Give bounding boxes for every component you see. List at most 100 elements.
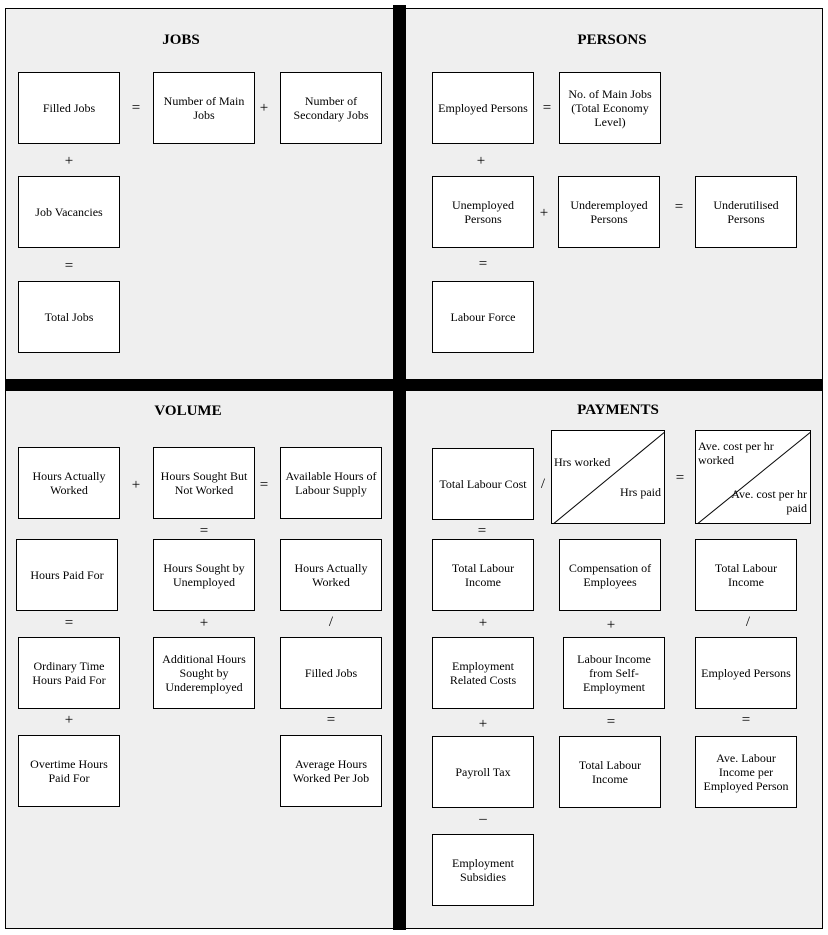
underemployed-persons-box: Underemployed Persons: [558, 176, 660, 248]
hours-actually-worked-box: Hours Actually Worked: [18, 447, 120, 519]
employment-subsidies-label: Employment Subsidies: [452, 856, 514, 884]
filled-jobs-box: Filled Jobs: [18, 72, 120, 144]
hrs-paid-label: Hrs paid: [620, 485, 661, 499]
hrs-worked-label: Hrs worked: [554, 455, 611, 469]
minus-operator: –: [479, 811, 487, 827]
equals-operator: =: [131, 100, 141, 116]
average-cost-ratio-box: Ave. cost per hr worked Ave. cost per hr…: [695, 430, 811, 524]
available-hours-box: Available Hours of Labour Supply: [280, 447, 382, 519]
filled-jobs-volume-label: Filled Jobs: [304, 666, 358, 680]
overtime-hours-label: Overtime Hours Paid For: [30, 757, 108, 785]
equals-operator: =: [674, 199, 684, 215]
main-jobs-total-label: No. of Main Jobs (Total Economy Level): [568, 87, 652, 129]
plus-operator: +: [259, 100, 269, 116]
hours-actually-worked-2-label: Hours Actually Worked: [294, 561, 368, 589]
plus-operator: +: [478, 615, 488, 631]
unemployed-persons-label: Unemployed Persons: [452, 198, 514, 226]
total-labour-cost-box: Total Labour Cost: [432, 448, 534, 520]
total-labour-income-2-box: Total Labour Income: [695, 539, 797, 611]
labour-force-box: Labour Force: [432, 281, 534, 353]
underutilised-persons-box: Underutilised Persons: [695, 176, 797, 248]
overtime-hours-box: Overtime Hours Paid For: [18, 735, 120, 807]
employed-persons-box: Employed Persons: [432, 72, 534, 144]
equals-operator: =: [64, 258, 74, 274]
compensation-employees-box: Compensation of Employees: [559, 539, 661, 611]
equals-operator: =: [199, 523, 209, 539]
vertical-divider: [393, 5, 406, 930]
payroll-tax-label: Payroll Tax: [455, 765, 511, 779]
additional-hours-box: Additional Hours Sought by Underemployed: [153, 637, 255, 709]
ave-cost-hr-worked-label: Ave. cost per hr worked: [698, 439, 774, 467]
equals-operator: =: [741, 712, 751, 728]
hours-paid-for-label: Hours Paid For: [30, 568, 104, 582]
horizontal-divider: [5, 379, 823, 391]
payments-title: PAYMENTS: [577, 402, 659, 418]
plus-operator: +: [131, 477, 141, 493]
hours-sought-unemployed-label: Hours Sought by Unemployed: [163, 561, 245, 589]
hours-paid-for-box: Hours Paid For: [16, 539, 118, 611]
labour-income-self-employment-label: Labour Income from Self-Employment: [577, 652, 651, 694]
filled-jobs-label: Filled Jobs: [42, 101, 96, 115]
total-labour-income-label: Total Labour Income: [451, 561, 515, 589]
hours-ratio-box: Hrs worked Hrs paid: [551, 430, 665, 524]
plus-operator: +: [476, 153, 486, 169]
main-jobs-total-box: No. of Main Jobs (Total Economy Level): [559, 72, 661, 144]
employment-related-costs-box: Employment Related Costs: [432, 637, 534, 709]
job-vacancies-label: Job Vacancies: [35, 205, 103, 219]
total-labour-income-2-label: Total Labour Income: [714, 561, 778, 589]
main-jobs-label: Number of Main Jobs: [163, 94, 245, 122]
employment-subsidies-box: Employment Subsidies: [432, 834, 534, 906]
volume-title: VOLUME: [154, 403, 222, 419]
diagonal-line: [697, 431, 810, 523]
job-vacancies-box: Job Vacancies: [18, 176, 120, 248]
employed-persons-label: Employed Persons: [438, 101, 528, 115]
hours-sought-not-worked-box: Hours Sought But Not Worked: [153, 447, 255, 519]
ave-labour-income-box: Ave. Labour Income per Employed Person: [695, 736, 797, 808]
plus-operator: +: [199, 615, 209, 631]
plus-operator: +: [64, 712, 74, 728]
main-jobs-box: Number of Main Jobs: [153, 72, 255, 144]
employed-persons-payments-label: Employed Persons: [701, 666, 791, 680]
equals-operator: =: [542, 100, 552, 116]
average-hours-box: Average Hours Worked Per Job: [280, 735, 382, 807]
labour-force-label: Labour Force: [450, 310, 516, 324]
total-labour-cost-label: Total Labour Cost: [439, 477, 527, 491]
additional-hours-label: Additional Hours Sought by Underemployed: [162, 652, 246, 694]
hours-actually-worked-2-box: Hours Actually Worked: [280, 539, 382, 611]
equals-operator: =: [606, 714, 616, 730]
diagonal-line: [553, 432, 664, 523]
ave-labour-income-label: Ave. Labour Income per Employed Person: [703, 751, 789, 793]
equals-operator: =: [478, 256, 488, 272]
unemployed-persons-box: Unemployed Persons: [432, 176, 534, 248]
available-hours-label: Available Hours of Labour Supply: [285, 469, 377, 497]
equals-operator: =: [477, 523, 487, 539]
total-labour-income-3-label: Total Labour Income: [578, 758, 642, 786]
secondary-jobs-box: Number of Secondary Jobs: [280, 72, 382, 144]
jobs-title: JOBS: [162, 32, 200, 48]
plus-operator: +: [478, 716, 488, 732]
employed-persons-payments-box: Employed Persons: [695, 637, 797, 709]
total-jobs-label: Total Jobs: [44, 310, 94, 324]
ordinary-time-box: Ordinary Time Hours Paid For: [18, 637, 120, 709]
persons-title: PERSONS: [577, 32, 647, 48]
equals-operator: =: [259, 477, 269, 493]
plus-operator: +: [539, 205, 549, 221]
total-jobs-box: Total Jobs: [18, 281, 120, 353]
employment-related-costs-label: Employment Related Costs: [449, 659, 517, 687]
plus-operator: +: [606, 617, 616, 633]
total-labour-income-3-box: Total Labour Income: [559, 736, 661, 808]
underutilised-persons-label: Underutilised Persons: [713, 198, 779, 226]
total-labour-income-box: Total Labour Income: [432, 539, 534, 611]
plus-operator: +: [64, 153, 74, 169]
divide-operator: /: [745, 614, 751, 630]
labour-income-self-employment-box: Labour Income from Self-Employment: [563, 637, 665, 709]
equals-operator: =: [326, 712, 336, 728]
hours-actually-worked-label: Hours Actually Worked: [32, 469, 106, 497]
equals-operator: =: [64, 615, 74, 631]
average-hours-label: Average Hours Worked Per Job: [292, 757, 370, 785]
underemployed-persons-label: Underemployed Persons: [570, 198, 648, 226]
divide-operator: /: [540, 476, 546, 492]
equals-operator: =: [675, 470, 685, 486]
filled-jobs-volume-box: Filled Jobs: [280, 637, 382, 709]
